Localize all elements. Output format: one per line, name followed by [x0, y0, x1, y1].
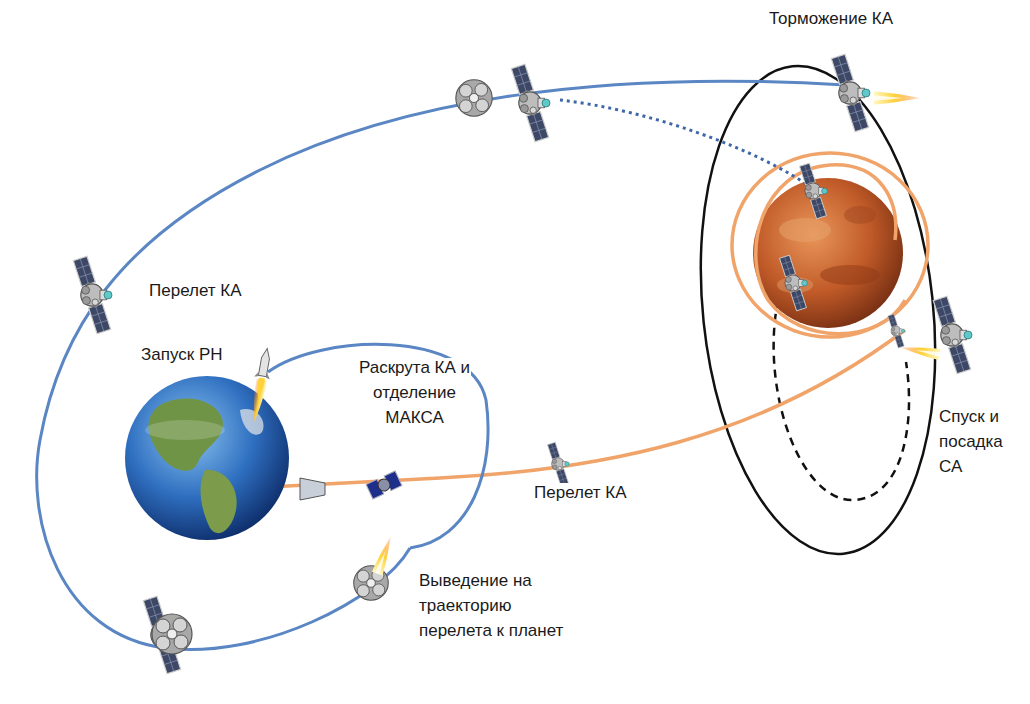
spacecraft-icon-part	[372, 534, 396, 575]
step-label: Спуск и посадка СА	[938, 404, 1014, 479]
spacecraft-icon-part	[780, 255, 808, 311]
capture-orbit	[678, 54, 958, 565]
separation-stage-part	[366, 471, 402, 499]
spacecraft-icon-part	[800, 163, 828, 219]
step-label: Торможение КА	[768, 6, 894, 31]
earth-planet-part	[145, 420, 225, 440]
step-label: Перелет КА	[533, 480, 628, 505]
orange-trajectory-part	[732, 153, 928, 337]
spacecraft-icon	[73, 54, 972, 673]
blue-trajectory-part	[37, 81, 845, 649]
orange-trajectory-part	[250, 330, 905, 488]
blue-trajectory-part	[268, 344, 488, 548]
separation-stage-part	[376, 477, 392, 493]
step-label-text: Выведение на траекторию перелета к плане…	[418, 571, 564, 640]
spacecraft-icon-part	[456, 80, 492, 116]
step-label-text: Спуск и посадка СА	[938, 407, 1004, 476]
launch-rocket-part	[254, 371, 271, 380]
blue-trajectory	[37, 81, 845, 649]
launch-rocket-part	[258, 348, 271, 377]
step-label: Выведение на траекторию перелета к плане…	[418, 568, 576, 643]
step-label: Раскрута КА и отделение МАКСА	[352, 355, 477, 430]
venus-planet-part	[844, 206, 876, 224]
earth-planet-part	[240, 409, 263, 435]
launch-rocket-part	[255, 377, 265, 400]
capture-orbit-part	[678, 54, 958, 565]
step-label: Перелет КА	[148, 278, 243, 303]
step-label-text: Торможение КА	[768, 9, 894, 28]
venus-planet-part	[779, 218, 831, 242]
spacecraft-icon-part	[152, 614, 192, 654]
spacecraft-icon-part	[547, 442, 569, 486]
venus-planet	[753, 178, 903, 328]
earth-planet	[125, 376, 289, 540]
separation-stage	[300, 471, 402, 500]
venus-planet-part	[820, 265, 880, 285]
step-label-text: Запуск РН	[140, 345, 224, 364]
step-label: Запуск РН	[140, 342, 224, 367]
earth-planet-part	[201, 470, 237, 533]
spacecraft-icon-part	[874, 92, 920, 105]
spacecraft-icon-part	[511, 64, 550, 141]
launch-rocket	[246, 347, 275, 423]
separation-stage-part	[300, 478, 325, 500]
orange-trajectory	[250, 153, 928, 488]
earth-planet-part	[125, 376, 289, 540]
spacecraft-icon-part	[888, 314, 905, 348]
spacecraft-icon-part	[831, 54, 870, 131]
step-label-text: Раскрута КА и отделение МАКСА	[358, 358, 471, 427]
step-label-text: Перелет КА	[148, 281, 243, 300]
blue-trajectory-part	[560, 100, 815, 190]
step-label-text: Перелет КА	[533, 483, 628, 502]
orange-trajectory-part	[756, 165, 905, 334]
spacecraft-icon-part	[933, 296, 972, 373]
spacecraft-icon-part	[899, 342, 940, 360]
venus-planet-part	[753, 178, 903, 328]
spacecraft-icon-part	[73, 256, 112, 333]
